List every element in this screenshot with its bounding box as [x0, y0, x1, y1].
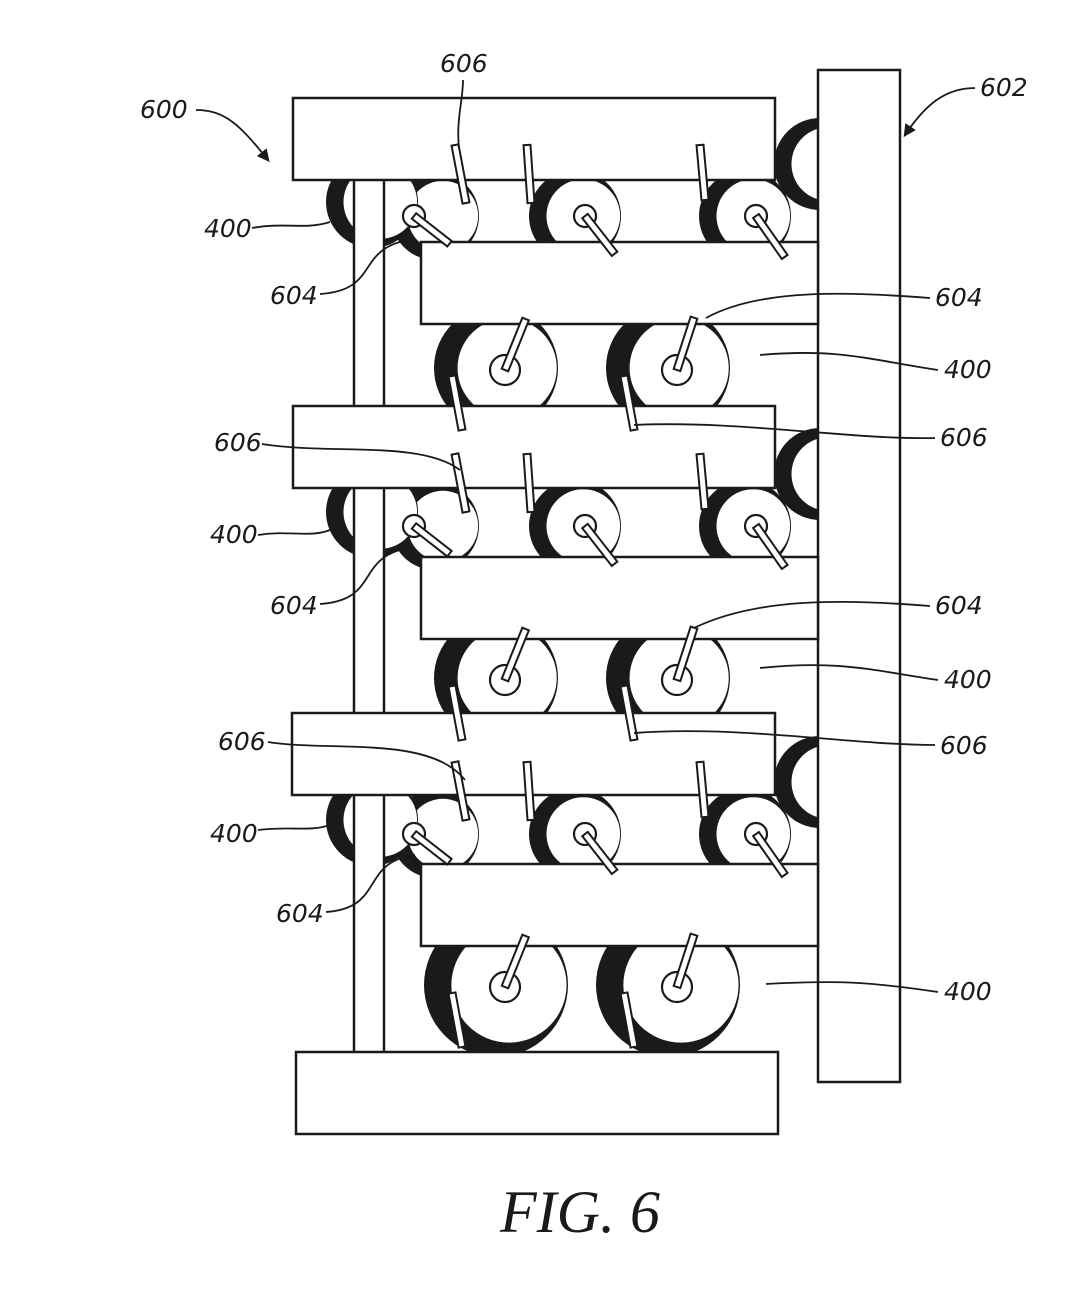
leader-604-d [693, 600, 931, 629]
leader-604-b [705, 292, 931, 319]
rod-606-0-e [619, 374, 639, 432]
reference-labels: 600 602 606 400 604 604 400 606 606 400 … [140, 49, 1028, 1006]
leader-604-c [319, 547, 409, 605]
leader-400-c [257, 529, 331, 536]
hub-604-2-c [743, 821, 789, 879]
leader-lines [195, 79, 976, 993]
hub-604-0-e [660, 315, 699, 387]
shelf-2 [291, 404, 777, 490]
label-606-top: 606 [440, 49, 488, 78]
hub-604-0-c [743, 203, 789, 261]
hub-604-0-e-arm [672, 315, 699, 373]
top-shelf [291, 96, 777, 182]
rod-606-0-a [450, 143, 471, 205]
roller-small-2-a-inner [407, 798, 479, 870]
hub-604-2-b-arm [580, 830, 619, 876]
leader-600 [195, 109, 270, 162]
hub-604-1-c-arm [751, 522, 789, 571]
hub-604-1-b-arm [580, 522, 619, 568]
left-post [352, 176, 386, 1058]
hub-604-0-c-arm [751, 212, 789, 261]
leader-400-f [765, 981, 939, 993]
hub-604-2-a-arm [410, 829, 454, 866]
label-604-b: 604 [935, 283, 983, 312]
rod-606-2-b [522, 760, 536, 822]
leader-606-d [633, 730, 936, 746]
tray-2 [419, 555, 820, 641]
leader-400-b [759, 352, 939, 371]
hub-604-1-d [488, 626, 531, 697]
label-606-d: 606 [940, 731, 988, 760]
label-604-c: 604 [270, 591, 318, 620]
roller-small-1-a-inner [407, 490, 479, 562]
hub-604-0-d [488, 316, 531, 387]
rod-606-2-a [450, 760, 471, 822]
leader-604-a [319, 239, 409, 295]
leader-606-top [457, 79, 464, 149]
rod-606-1-c [695, 452, 710, 511]
label-606-b: 606 [940, 423, 988, 452]
rod-606-0-d [447, 374, 467, 432]
leader-400-d [759, 664, 939, 681]
label-604-a: 604 [270, 281, 318, 310]
leader-604-e [325, 854, 416, 913]
label-606-c: 606 [218, 727, 266, 756]
label-600: 600 [140, 95, 188, 124]
hub-604-2-c-arm [751, 830, 789, 879]
label-400-e: 400 [210, 819, 258, 848]
rod-606-2-e [619, 991, 639, 1049]
hub-604-1-a [401, 513, 454, 558]
hub-604-1-e-arm [672, 625, 699, 683]
hub-group [401, 143, 789, 1049]
hub-604-1-b [572, 513, 619, 568]
hub-604-2-d [488, 933, 531, 1004]
hub-604-1-a-arm [410, 521, 454, 558]
rod-606-2-d [447, 991, 467, 1049]
shelf-3 [290, 711, 777, 797]
hub-604-2-b [572, 821, 619, 876]
hub-604-0-d-arm [500, 316, 531, 373]
rod-606-1-d [447, 684, 467, 742]
hub-604-2-e-arm [672, 932, 699, 990]
label-400-b: 400 [944, 355, 992, 384]
hub-604-0-b [572, 203, 619, 258]
label-602: 602 [980, 73, 1028, 102]
rod-606-1-e [619, 684, 639, 742]
rack-structure [290, 68, 902, 1136]
label-400-c: 400 [210, 520, 258, 549]
bottom-shelf [294, 1050, 780, 1136]
rod-606-0-c [695, 143, 710, 202]
hub-604-0-a [401, 203, 454, 248]
leader-400-e [257, 824, 331, 831]
figure-caption: FIG. 6 [499, 1179, 660, 1245]
rod-606-1-b [522, 452, 536, 514]
label-400-d: 400 [944, 665, 992, 694]
hub-604-2-d-arm [500, 933, 531, 990]
hub-604-0-a-arm [410, 211, 454, 248]
leader-606-c [267, 741, 466, 781]
label-604-d: 604 [935, 591, 983, 620]
hub-604-2-a [401, 821, 454, 866]
hub-604-1-c [743, 513, 789, 571]
label-400-f: 400 [944, 977, 992, 1006]
hub-604-1-e [660, 625, 699, 697]
right-post [816, 68, 902, 1084]
leader-400-a [251, 221, 331, 229]
leader-602 [903, 87, 976, 138]
label-606-a: 606 [214, 428, 262, 457]
leader-606-b [633, 423, 936, 440]
label-604-e: 604 [276, 899, 324, 928]
hub-604-2-e [660, 932, 699, 1004]
rod-606-2-c [695, 760, 710, 819]
roller-small-0-a-inner [407, 180, 479, 252]
tray-1 [419, 240, 820, 326]
hub-604-1-d-arm [500, 626, 531, 683]
rod-606-0-b [522, 143, 536, 205]
tray-3 [419, 862, 820, 948]
label-400-a: 400 [204, 214, 252, 243]
leader-606-a [261, 443, 461, 471]
hub-604-0-b-arm [580, 212, 619, 258]
